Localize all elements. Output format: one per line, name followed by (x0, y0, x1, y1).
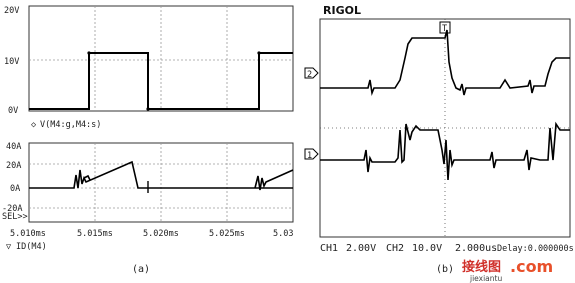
ch1-scale: 2.00V (346, 243, 376, 254)
gate-voltage-trace (29, 52, 293, 110)
x-tick-5025: 5.025ms (209, 229, 245, 239)
bottom-trace-label: ID(M4) (16, 242, 47, 252)
trigger-marker: T (439, 21, 451, 34)
ch2-trace (320, 29, 570, 97)
top-trace-label: V(M4:g,M4:s) (40, 120, 101, 130)
watermark-url: jiexiantu (469, 274, 502, 283)
drain-current-trace (29, 160, 294, 193)
bottom-plot-grid (29, 143, 293, 222)
top-y-label-10v: 10V (4, 57, 19, 67)
bottom-y-label-neg20a: -20A (2, 204, 22, 214)
panel-b: RIGOL T 2 1 CH1 2.00V CH2 (304, 4, 574, 275)
bottom-y-label-0a: 0A (10, 184, 20, 194)
svg-text:1: 1 (307, 151, 312, 161)
sel-label: SEL>> (2, 212, 28, 222)
x-tick-5010: 5.010ms (10, 229, 46, 239)
top-y-label-20v: 20V (4, 6, 19, 16)
watermark-text: 接线图 (462, 259, 501, 275)
timebase: 2.000us (455, 243, 497, 254)
panel-b-caption: (b) (436, 264, 454, 275)
ch1-marker: 1 (304, 148, 319, 161)
scope-readout: CH1 2.00V CH2 10.0V 2.000us Delay:0.0000… (320, 243, 574, 254)
delay: Delay:0.000000s (497, 244, 574, 254)
ch2-marker: 2 (304, 67, 319, 80)
watermark: 接线图 .com jiexiantu (462, 257, 553, 283)
svg-text:2: 2 (307, 70, 312, 80)
panel-a-caption: (a) (132, 264, 150, 275)
ch1-trace (320, 121, 570, 181)
ch2-scale: 10.0V (412, 243, 442, 254)
bottom-trace-marker: ▽ (6, 242, 12, 252)
panel-a: 20V 10V 0V ◇ V(M4:g,M4:s) 40A 20A 0A -20… (2, 5, 294, 275)
watermark-com: .com (510, 257, 553, 276)
top-trace-marker: ◇ (31, 120, 37, 130)
ch2-label: CH2 (386, 243, 404, 254)
x-tick-5015: 5.015ms (77, 229, 113, 239)
bottom-y-label-40a: 40A (6, 142, 21, 152)
x-tick-5030: 5.03 (273, 229, 293, 239)
rigol-brand: RIGOL (323, 4, 361, 17)
svg-text:T: T (442, 24, 447, 34)
bottom-y-label-20a: 20A (6, 161, 21, 171)
top-plot-grid (29, 6, 293, 111)
x-tick-5020: 5.020ms (143, 229, 179, 239)
bottom-plot-frame (28, 142, 294, 223)
ch1-label: CH1 (320, 243, 338, 254)
scope-graticule (320, 19, 570, 237)
top-y-label-0v: 0V (8, 106, 18, 116)
